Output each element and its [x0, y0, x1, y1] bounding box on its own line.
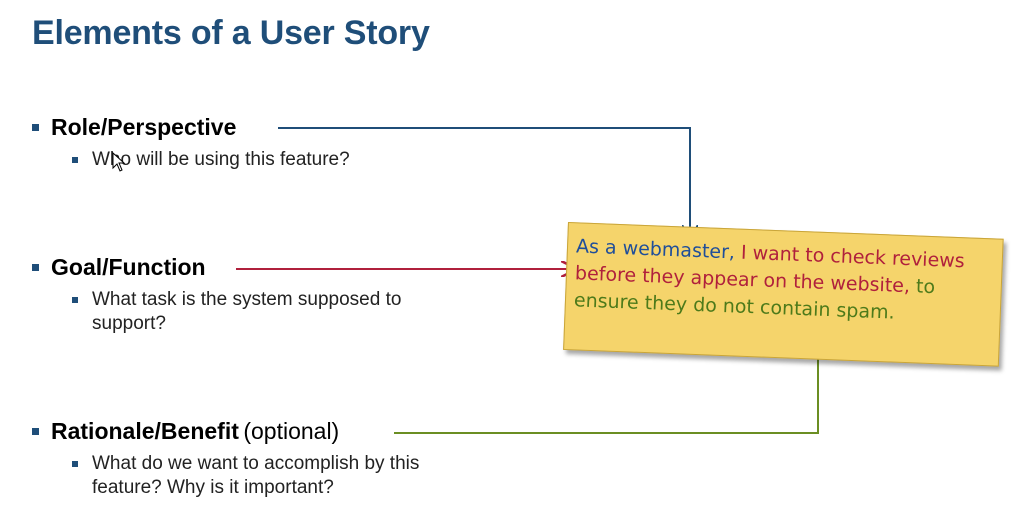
user-story-sticky-note: As a webmaster, I want to check reviews …	[563, 222, 1004, 367]
role-arrow	[278, 127, 690, 238]
benefit-arrow	[394, 332, 818, 434]
role-description: Who will be using this feature?	[92, 149, 350, 170]
bullet-marker	[32, 428, 39, 436]
sub-bullet-marker	[72, 297, 78, 303]
benefit-description: What do we want to accomplish by this fe…	[92, 453, 420, 498]
story-role-text: As a webmaster,	[575, 235, 736, 264]
bullet-role: Role/Perspective	[32, 114, 236, 141]
slide-title: Elements of a User Story	[32, 14, 430, 52]
bullet-marker	[32, 124, 39, 132]
goal-description: What task is the system supposed to supp…	[92, 289, 402, 334]
benefit-heading: Rationale/Benefit	[51, 418, 239, 444]
role-heading: Role/Perspective	[51, 114, 237, 140]
sub-bullet-marker	[72, 461, 78, 467]
role-subpoint: Who will be using this feature?	[72, 148, 452, 172]
bullet-goal: Goal/Function	[32, 254, 206, 281]
goal-subpoint: What task is the system supposed to supp…	[72, 288, 472, 336]
bullet-marker	[32, 264, 39, 272]
bullet-benefit: Rationale/Benefit (optional)	[32, 418, 339, 445]
benefit-subpoint: What do we want to accomplish by this fe…	[72, 452, 492, 500]
goal-heading: Goal/Function	[51, 254, 206, 280]
mouse-cursor-icon	[112, 152, 126, 172]
sub-bullet-marker	[72, 157, 78, 163]
optional-label: (optional)	[243, 418, 340, 444]
